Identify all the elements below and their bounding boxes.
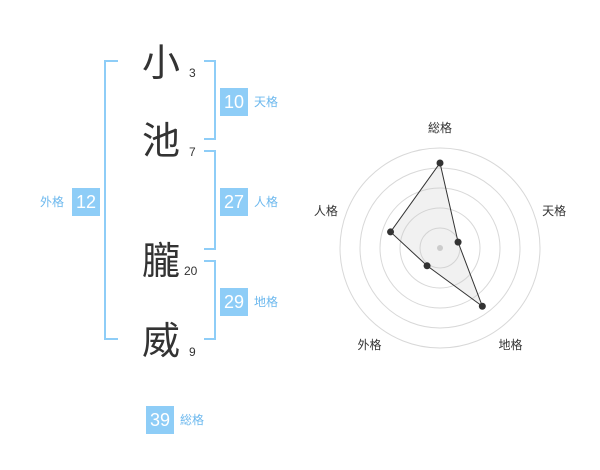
radar-ring	[339, 147, 541, 349]
radar-axis-label-3: 地格	[499, 337, 523, 352]
radar-axis-label-5: 人格	[314, 203, 338, 218]
stroke-count-4: 9	[189, 345, 196, 359]
radar-axis-label-1: 総格	[428, 120, 452, 135]
chikaku-badge: 29	[220, 288, 248, 316]
name-char-3: 朧	[142, 239, 181, 283]
radar-point-1	[436, 159, 444, 167]
gaikaku-badge: 12	[72, 188, 100, 216]
stroke-count-1: 3	[189, 66, 196, 80]
jinkaku-label: 人格	[254, 195, 279, 209]
soukaku-badge: 39	[146, 406, 174, 434]
radar-axis-label-2: 天格	[542, 203, 566, 218]
stroke-count-2: 7	[189, 145, 196, 159]
radar-ring	[399, 207, 481, 289]
stroke-count-3: 20	[184, 264, 198, 278]
radar-ring	[359, 167, 521, 329]
radar-point-5	[387, 228, 395, 236]
name-char-1: 小	[142, 41, 181, 85]
tenkaku-bracket	[204, 60, 216, 140]
soukaku-label: 総格	[180, 413, 205, 427]
outer-bracket	[104, 60, 118, 340]
jinkaku-badge: 27	[220, 188, 248, 216]
radar-point-3	[478, 302, 486, 310]
radar-point-4	[423, 262, 431, 270]
name-char-4: 威	[142, 319, 181, 363]
chikaku-bracket	[204, 260, 216, 340]
chikaku-label: 地格	[254, 295, 279, 309]
radar-axis-label-4: 外格	[357, 337, 381, 352]
radar-center-dot	[437, 245, 443, 251]
name-char-2: 池	[142, 119, 181, 163]
radar-data-polygon	[389, 161, 484, 308]
jinkaku-bracket	[204, 150, 216, 250]
radar-point-2	[454, 238, 462, 246]
tenkaku-label: 天格	[254, 95, 279, 109]
tenkaku-badge: 10	[220, 88, 248, 116]
gaikaku-label: 外格	[40, 195, 65, 209]
radar-ring	[379, 187, 501, 309]
